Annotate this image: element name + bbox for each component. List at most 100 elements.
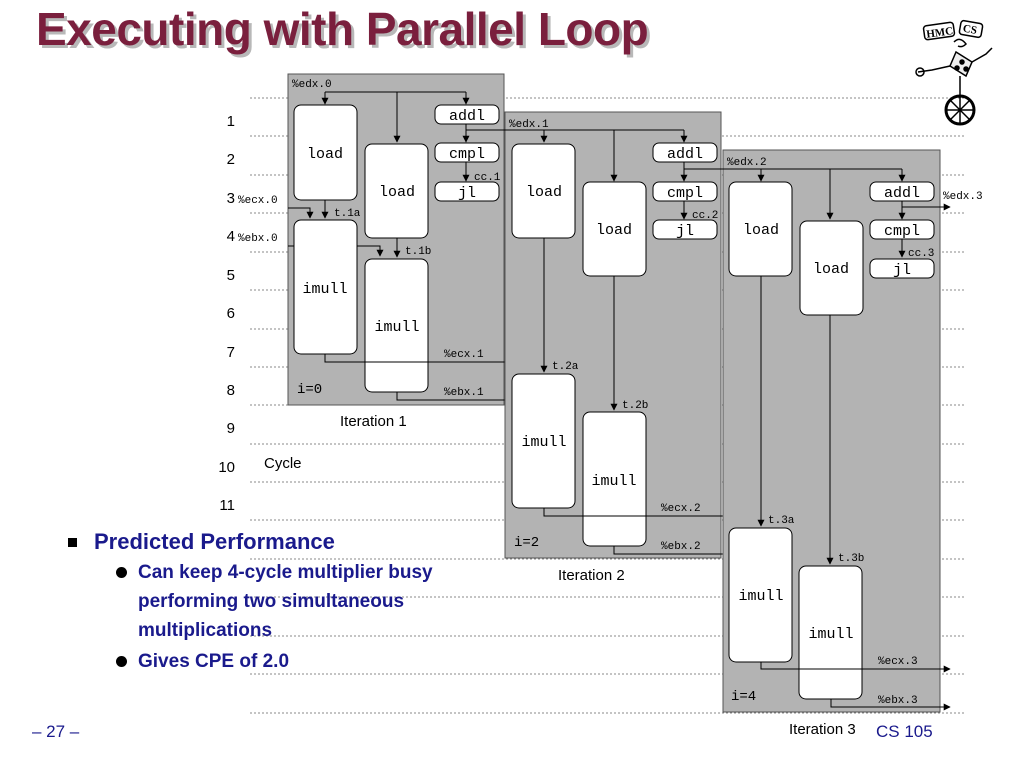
load-box: load (511, 143, 576, 239)
load-box: load (799, 220, 864, 316)
iteration-label: Iteration 1 (340, 413, 407, 430)
ecx-output-label: %ecx.3 (878, 656, 918, 668)
svg-text:addl: addl (449, 108, 485, 125)
cycle-number: 11 (219, 497, 235, 514)
edx-input-label: %edx.1 (509, 119, 549, 131)
cycle-number: 1 (227, 113, 235, 130)
cycle-number: 7 (227, 344, 235, 361)
svg-text:imull: imull (808, 626, 853, 643)
load-box: load (293, 104, 358, 201)
cmpl-box: cmpl (869, 219, 935, 240)
ecx-output-label: %ecx.2 (661, 503, 701, 515)
svg-text:imull: imull (374, 319, 419, 336)
round-bullet-icon (116, 656, 127, 667)
imull-box: imull (293, 219, 358, 355)
load-box: load (582, 181, 647, 277)
iteration-index: i=0 (297, 382, 322, 398)
svg-text:load: load (526, 184, 562, 201)
temp-label: t.3b (838, 553, 864, 565)
imull-box: imull (798, 565, 863, 700)
ebx-output-label: %ebx.2 (661, 541, 701, 553)
temp-label: t.1a (334, 208, 361, 220)
jl-box: jl (434, 181, 500, 202)
iteration-index: i=2 (514, 535, 539, 551)
cycle-number: 4 (227, 228, 235, 245)
cycle-number: 6 (227, 305, 235, 322)
addl-box: addl (869, 181, 935, 202)
cmpl-box: cmpl (434, 142, 500, 163)
cycle-number: 10 (218, 459, 235, 476)
svg-text:cmpl: cmpl (884, 223, 920, 240)
cycle-number: 9 (227, 420, 235, 437)
svg-text:HMC: HMC (926, 25, 954, 41)
cycle-number: 2 (227, 151, 235, 168)
ebx-input-label: %ebx.0 (238, 233, 278, 245)
svg-text:jl: jl (676, 223, 694, 240)
iteration-label: Iteration 3 (789, 721, 856, 738)
svg-text:load: load (743, 222, 779, 239)
ecx-input-label: %ecx.0 (238, 195, 278, 207)
cycle-number: 5 (227, 267, 235, 284)
svg-text:imull: imull (521, 434, 566, 451)
temp-label: t.1b (405, 246, 431, 258)
temp-label: t.2b (622, 400, 648, 412)
svg-text:load: load (813, 261, 849, 278)
imull-box: imull (728, 527, 793, 663)
svg-text:cmpl: cmpl (449, 146, 485, 163)
ecx-output-label: %ecx.1 (444, 349, 484, 361)
cmpl-box: cmpl (652, 181, 718, 202)
jl-box: jl (869, 258, 935, 279)
svg-text:jl: jl (893, 262, 911, 279)
cycle-number: 8 (227, 382, 235, 399)
bullet-sub: Gives CPE of 2.0 (66, 647, 486, 676)
addl-box: addl (652, 142, 718, 163)
square-bullet-icon (68, 538, 77, 547)
cycle-number: 3 (227, 190, 235, 207)
cc-label: cc.3 (908, 248, 934, 260)
svg-text:imull: imull (738, 588, 783, 605)
course-label: CS 105 (876, 722, 933, 741)
slide-title: Executing with Parallel Loop (36, 3, 649, 55)
ebx-output-label: %ebx.1 (444, 387, 484, 399)
edx-input-label: %edx.0 (292, 79, 332, 91)
cc-label: cc.2 (692, 210, 718, 222)
bullet-list: Predicted Performance Can keep 4-cycle m… (66, 528, 486, 676)
temp-label: t.2a (552, 361, 579, 373)
svg-text:imull: imull (591, 473, 636, 490)
addl-box: addl (434, 104, 500, 125)
edx-input-label: %edx.2 (727, 157, 767, 169)
svg-text:addl: addl (884, 185, 920, 202)
bullet-sub: Can keep 4-cycle multiplier busy perform… (66, 558, 486, 645)
svg-text:addl: addl (667, 146, 703, 163)
load-box: load (364, 143, 429, 239)
slide-number: – 27 – (32, 722, 80, 741)
iteration-index: i=4 (731, 689, 756, 705)
temp-label: t.3a (768, 515, 795, 527)
svg-text:load: load (379, 184, 415, 201)
load-box: load (728, 181, 793, 277)
svg-text:imull: imull (302, 281, 347, 298)
svg-text:jl: jl (458, 185, 476, 202)
bullet-main: Predicted Performance (66, 528, 486, 556)
imull-box: imull (511, 373, 576, 509)
cycle-axis-label: Cycle (264, 455, 302, 472)
svg-text:load: load (307, 146, 343, 163)
iteration-label: Iteration 2 (558, 567, 625, 584)
jl-box: jl (652, 219, 718, 240)
imull-box: imull (582, 411, 647, 547)
iteration-2: %edx.1 cc.2 t.2a t.2b load load a (465, 111, 834, 584)
ebx-output-label: %ebx.3 (878, 695, 918, 707)
round-bullet-icon (116, 567, 127, 578)
imull-box: imull (364, 258, 429, 393)
hmc-cs-robot-logo: HMC CS (915, 19, 993, 126)
edx-output-label: %edx.3 (943, 191, 983, 203)
iteration-3: %edx.2 %edx.3 cc.3 t.3a t.3b load load (683, 149, 983, 738)
iteration-1: %edx.0 cc.1 %ecx.0 %ebx.0 t.1a t.1b load (238, 73, 601, 430)
svg-text:cmpl: cmpl (667, 185, 703, 202)
svg-text:load: load (596, 222, 632, 239)
svg-text:CS: CS (962, 23, 978, 37)
cycle-numbers: 1 2 3 4 5 6 7 8 9 10 11 (218, 113, 235, 514)
cc-label: cc.1 (474, 172, 501, 184)
